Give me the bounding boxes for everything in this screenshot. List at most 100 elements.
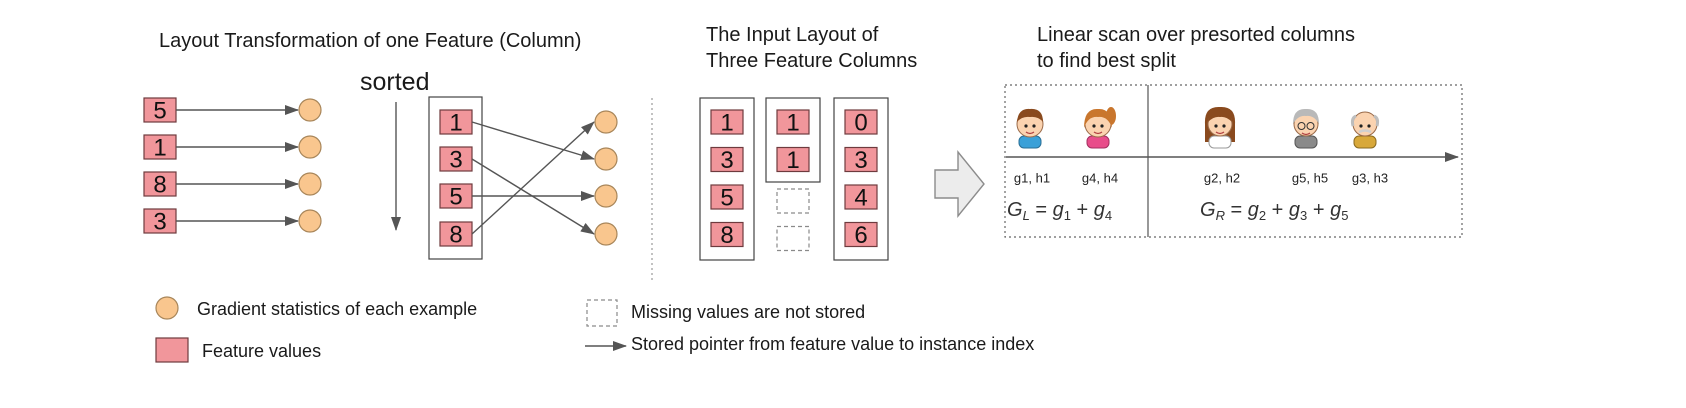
person-label-4: g3, h3 bbox=[1352, 171, 1388, 186]
grandma-icon bbox=[1293, 108, 1319, 149]
input-column-1-missing-0 bbox=[776, 188, 810, 214]
sorted-pointer-arrow-0 bbox=[471, 121, 595, 161]
legend-feature-box bbox=[155, 337, 189, 363]
sorted-feature-value-2-value: 5 bbox=[449, 184, 462, 211]
unsorted-feature-value-2-value: 8 bbox=[153, 172, 166, 199]
sorted-pointer-arrow-3 bbox=[471, 121, 595, 235]
input-column-1-value-1 bbox=[776, 146, 810, 173]
grandpa-side-hair bbox=[1350, 114, 1380, 127]
transition-arrow-icon bbox=[934, 150, 985, 218]
sorted-column-container bbox=[428, 96, 483, 260]
input-column-0-value-0 bbox=[710, 109, 744, 135]
unsorted-gradient-circle-2 bbox=[298, 172, 322, 196]
woman-icon bbox=[1204, 106, 1236, 149]
unsorted-gradient-circle-0 bbox=[298, 98, 322, 122]
grandma-mouth bbox=[1301, 132, 1311, 136]
girl-hair bbox=[1084, 108, 1112, 128]
input-column-0-value-2-value: 5 bbox=[720, 185, 733, 212]
input-column-2-value-1 bbox=[844, 146, 878, 173]
input-column-0-value-2 bbox=[710, 184, 744, 210]
person-label-2: g2, h2 bbox=[1204, 171, 1240, 186]
grandpa-eye-r bbox=[1367, 124, 1371, 128]
grandpa-icon bbox=[1350, 111, 1380, 149]
unsorted-feature-value-3 bbox=[143, 208, 177, 234]
scan-panel-title-line2: to find best split bbox=[1037, 50, 1176, 72]
boy-hair bbox=[1017, 108, 1043, 122]
woman-fringe bbox=[1208, 110, 1232, 122]
sorted-label: sorted bbox=[360, 68, 430, 96]
input-column-0-value-3 bbox=[710, 221, 744, 248]
right-gradient-sum-formula: GR = g2 + g3 + g5 bbox=[1200, 199, 1348, 223]
input-column-1-value-0 bbox=[776, 109, 810, 135]
input-column-0-value-3-value: 8 bbox=[720, 222, 733, 249]
girl-eye-l bbox=[1092, 124, 1096, 128]
input-column-2-value-0 bbox=[844, 109, 878, 135]
sorted-feature-value-3-value: 8 bbox=[449, 222, 462, 249]
boy-shirt bbox=[1018, 135, 1042, 149]
unsorted-feature-value-1 bbox=[143, 134, 177, 160]
girl-eye-r bbox=[1100, 124, 1104, 128]
sorted-feature-value-1-value: 3 bbox=[449, 147, 462, 174]
grandpa-shirt bbox=[1353, 135, 1377, 149]
sorted-gradient-circle-1 bbox=[594, 147, 618, 171]
sorted-feature-value-2 bbox=[439, 183, 473, 209]
transform-panel-title: Layout Transformation of one Feature (Co… bbox=[159, 30, 582, 52]
unsorted-feature-value-3-value: 3 bbox=[153, 209, 166, 236]
scan-panel-box bbox=[1004, 84, 1463, 238]
unsorted-gradient-circle-3 bbox=[298, 209, 322, 233]
grandpa-face bbox=[1352, 111, 1378, 137]
input-column-0-value-1 bbox=[710, 146, 744, 173]
boy-eye-l bbox=[1024, 124, 1028, 128]
sorted-gradient-circle-0 bbox=[594, 110, 618, 134]
left-gradient-sum-formula: GL = g1 + g4 bbox=[1007, 199, 1112, 223]
input-column-container-0 bbox=[699, 97, 755, 261]
grandma-shirt bbox=[1294, 135, 1318, 149]
input-column-0-value-1-value: 3 bbox=[720, 147, 733, 174]
input-column-container-1 bbox=[765, 97, 821, 183]
grandpa-eye-l bbox=[1359, 124, 1363, 128]
legend-feature-label: Feature values bbox=[202, 341, 322, 361]
person-label-1: g4, h4 bbox=[1082, 171, 1118, 186]
unsorted-feature-value-2 bbox=[143, 171, 177, 197]
input-column-1-value-1-value: 1 bbox=[786, 147, 799, 174]
sorted-feature-value-0-value: 1 bbox=[449, 110, 462, 137]
input-column-2-value-1-value: 3 bbox=[854, 147, 867, 174]
woman-shirt bbox=[1208, 135, 1232, 149]
girl-mouth bbox=[1093, 131, 1103, 135]
sorted-gradient-circle-2 bbox=[594, 184, 618, 208]
input-column-container-2 bbox=[833, 97, 889, 261]
input-panel-title-line2: Three Feature Columns bbox=[706, 50, 918, 72]
girl-shirt bbox=[1086, 135, 1110, 149]
legend-pointer-label: Stored pointer from feature value to ins… bbox=[631, 334, 1035, 354]
grandma-hair bbox=[1293, 108, 1319, 124]
grandma-glasses-l bbox=[1297, 122, 1306, 130]
input-column-2-value-0-value: 0 bbox=[854, 110, 867, 137]
input-column-2-value-2 bbox=[844, 184, 878, 210]
unsorted-feature-value-1-value: 1 bbox=[153, 135, 166, 162]
unsorted-feature-value-0-value: 5 bbox=[153, 98, 166, 125]
boy-mouth bbox=[1025, 131, 1035, 135]
input-column-0-value-0-value: 1 bbox=[720, 110, 733, 137]
person-label-3: g5, h5 bbox=[1292, 171, 1328, 186]
boy-eye-r bbox=[1032, 124, 1036, 128]
woman-eye-l bbox=[1214, 124, 1218, 128]
grandpa-mustache bbox=[1358, 129, 1372, 134]
input-column-2-value-3-value: 6 bbox=[854, 222, 867, 249]
woman-eye-r bbox=[1222, 124, 1226, 128]
unsorted-gradient-circle-1 bbox=[298, 135, 322, 159]
grandma-glasses-r bbox=[1306, 122, 1315, 130]
input-column-2-value-3 bbox=[844, 221, 878, 248]
legend-missing-box bbox=[586, 299, 618, 327]
girl-icon bbox=[1084, 107, 1116, 149]
legend-gradient-label: Gradient statistics of each example bbox=[197, 299, 478, 319]
input-column-2-value-2-value: 4 bbox=[854, 185, 867, 212]
input-panel-title-line1: The Input Layout of bbox=[706, 24, 879, 46]
input-column-1-missing-1 bbox=[776, 225, 810, 252]
legend-missing-label: Missing values are not stored bbox=[631, 302, 866, 322]
person-label-0: g1, h1 bbox=[1014, 171, 1050, 186]
woman-mouth bbox=[1215, 131, 1225, 135]
scan-panel-title-line1: Linear scan over presorted columns bbox=[1037, 24, 1355, 46]
boy-icon bbox=[1016, 108, 1044, 149]
sorted-gradient-circle-3 bbox=[594, 222, 618, 246]
